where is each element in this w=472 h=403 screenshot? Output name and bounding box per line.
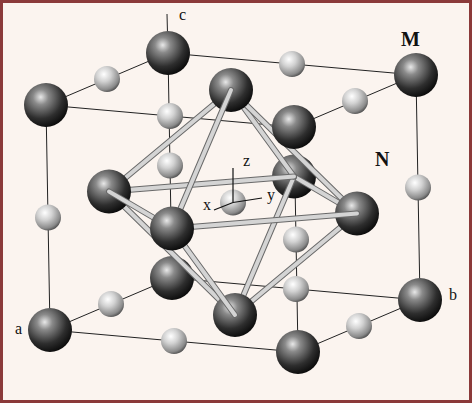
axis-label: c bbox=[179, 7, 186, 23]
axis-label: a bbox=[15, 321, 22, 337]
bond-outline bbox=[172, 214, 357, 229]
bond-stick bbox=[172, 214, 357, 229]
axis-label: z bbox=[243, 153, 250, 169]
bond-stick bbox=[231, 90, 357, 214]
n-atom bbox=[98, 291, 124, 317]
bond-outline bbox=[109, 177, 294, 192]
n-atom bbox=[283, 276, 309, 302]
m-atom bbox=[150, 207, 194, 251]
bond-outline bbox=[231, 90, 357, 214]
bond-stick bbox=[109, 90, 231, 192]
m-atom bbox=[150, 256, 194, 300]
n-atom bbox=[35, 205, 61, 231]
m-atom bbox=[28, 308, 72, 352]
m-atom bbox=[24, 83, 68, 127]
m-atom bbox=[272, 105, 316, 149]
bond-outline bbox=[109, 90, 231, 192]
n-atom bbox=[161, 328, 187, 354]
m-atom bbox=[276, 330, 320, 374]
n-atom bbox=[279, 51, 305, 77]
n-atom bbox=[94, 66, 120, 92]
site-label: M bbox=[401, 29, 420, 49]
m-atom bbox=[398, 278, 442, 322]
bond-outline bbox=[235, 214, 357, 316]
n-atom bbox=[405, 175, 431, 201]
bond-stick bbox=[235, 214, 357, 316]
axis-label: x bbox=[203, 197, 211, 213]
axis-label: y bbox=[267, 187, 275, 203]
crystal-structure bbox=[3, 3, 469, 400]
m-atom bbox=[394, 53, 438, 97]
n-atom bbox=[157, 103, 183, 129]
axis-label: b bbox=[449, 287, 457, 303]
local-axis bbox=[232, 168, 233, 203]
n-atom bbox=[157, 153, 183, 179]
local-axis bbox=[233, 198, 262, 203]
n-atom bbox=[283, 227, 309, 253]
n-atom bbox=[346, 313, 372, 339]
bond-stick bbox=[109, 177, 294, 192]
bond-outline bbox=[109, 192, 235, 316]
local-axis bbox=[214, 203, 233, 211]
n-atom bbox=[342, 88, 368, 114]
m-atom bbox=[146, 31, 190, 75]
site-label: N bbox=[375, 149, 389, 169]
bond-stick bbox=[109, 192, 235, 316]
